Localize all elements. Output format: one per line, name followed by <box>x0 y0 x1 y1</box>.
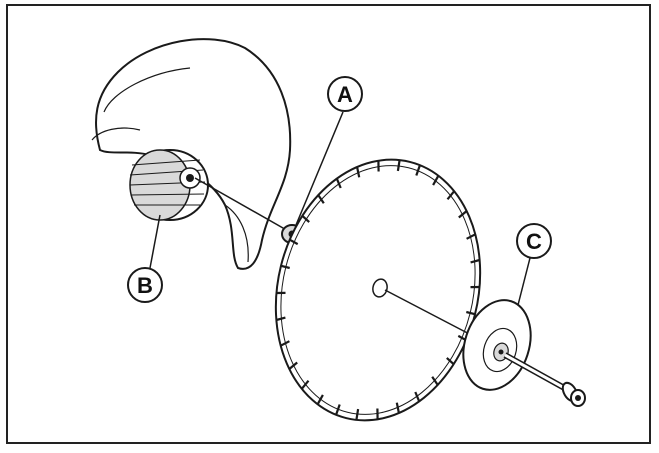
blade-segment-slot <box>396 159 401 172</box>
callout-b-label: B <box>137 273 153 298</box>
blade-segment-slot <box>335 404 341 416</box>
callout-b-circle <box>127 267 163 303</box>
callout-b-leader <box>149 214 161 269</box>
callout-b: B <box>127 214 163 303</box>
callout-c-circle <box>516 223 552 259</box>
blade-segment-slot <box>432 175 440 186</box>
blade-segment-slot <box>280 264 290 270</box>
blade-arbor-hole <box>372 278 388 298</box>
blade-segment-slot <box>335 178 342 189</box>
callout-a-label: A <box>337 82 353 107</box>
callout-a-leader <box>295 111 344 226</box>
blade-segment-slot <box>355 408 360 421</box>
blade-segment-slot <box>446 357 455 366</box>
blade-guard <box>91 38 292 270</box>
blade-segment-slot <box>276 316 286 322</box>
callout-c-leader <box>517 257 531 306</box>
arbor-bolt <box>503 352 586 407</box>
blade-segment-slot <box>356 166 361 178</box>
blade-segment-slot <box>300 379 310 390</box>
blade-segment-slot <box>395 402 400 414</box>
axis-line-guard <box>194 177 291 233</box>
blade-segment-slot <box>280 340 290 347</box>
callout-a-circle <box>327 76 363 112</box>
outer-flange-part-c <box>462 299 532 391</box>
blade-segment-slot <box>317 194 325 204</box>
blade-segment-slot <box>301 214 310 223</box>
blade-segment-slot <box>288 361 298 370</box>
callout-c: C <box>516 223 552 306</box>
blade-segment-slot <box>431 376 439 386</box>
blade-segment-slot <box>415 164 421 176</box>
blade-segment-slot <box>316 394 324 405</box>
blade-segment-slot <box>466 310 476 316</box>
callout-a: A <box>295 76 363 226</box>
blade-segment-slot <box>414 391 421 402</box>
blade-segment-slot <box>466 233 476 240</box>
blade-segment-slot <box>446 190 456 201</box>
blade-segment-slot <box>289 238 299 246</box>
blade-segment-slot <box>470 258 480 264</box>
pulley-arbor <box>129 149 209 221</box>
blade-segment-slot <box>458 210 468 219</box>
diamond-blade <box>274 158 482 422</box>
callout-c-label: C <box>526 229 542 254</box>
